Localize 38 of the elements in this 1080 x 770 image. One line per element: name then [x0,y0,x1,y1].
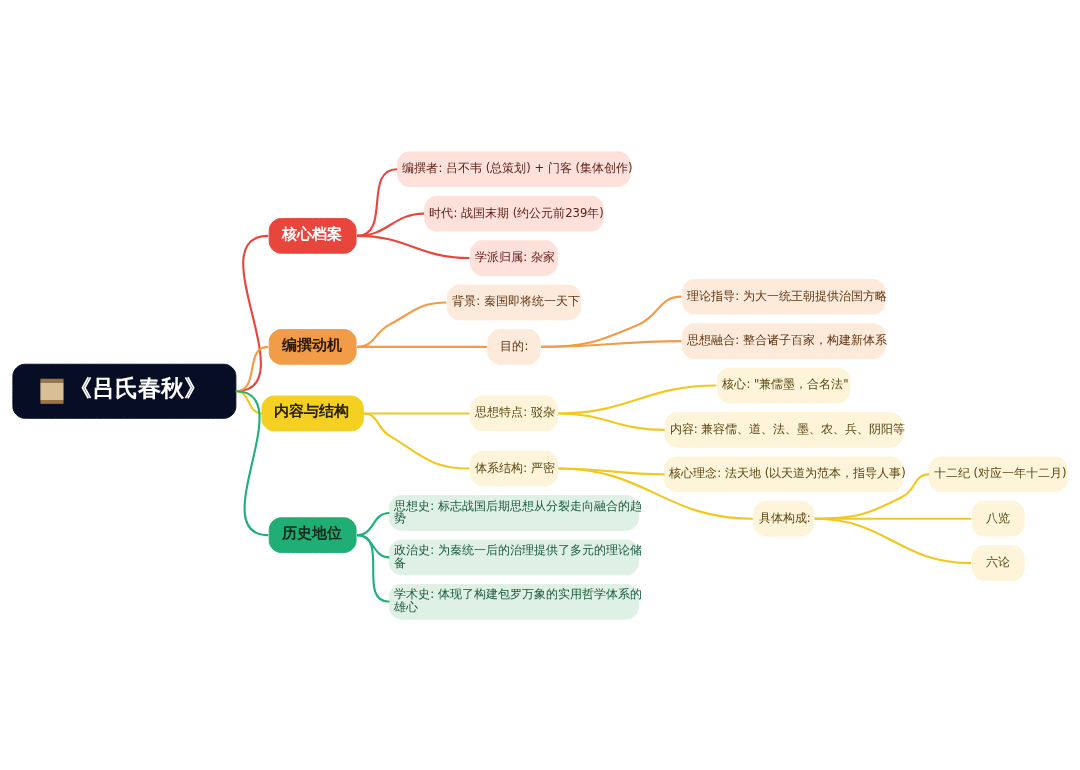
connector [235,389,263,415]
connector [363,411,470,470]
connector [540,339,682,348]
node-box: 背景: 秦国即将统一天下 [446,284,582,320]
node-box: 历史地位 [268,516,357,553]
node-box: 思想特点: 驳杂 [470,395,558,431]
connector [558,411,665,431]
connector [356,167,398,237]
node-box: 核心档案 [268,217,357,254]
node-box: 八览 [971,500,1025,537]
connector [235,389,269,536]
node-box: 编撰者: 吕不韦 (总策划) + 门客 (集体创作) [397,150,631,187]
connector [363,411,470,415]
connector [357,234,470,259]
connector [814,517,972,564]
connector [558,466,753,520]
node-box: 编撰动机 [268,328,357,365]
node-box: 时代: 战国末期 (约公元前239年) [424,195,604,231]
connector [558,466,665,475]
node-box: 学派归属: 杂家 [470,239,558,276]
connector [540,295,682,348]
node-box: 目的: [487,328,541,365]
node-box: 《吕氏春秋》 [12,363,237,419]
node-box: 内容: 兼容儒、道、法、墨、农、兵、阴阳等 [664,411,903,448]
node-box: 具体构成: [753,500,815,537]
connector [357,345,487,348]
node-box: 内容与结构 [261,395,364,431]
node-box: 十二纪 (对应一年十二月) [928,455,1068,492]
node-box: 思想史: 标志战国后期思想从分裂走向融合的趋势 [388,494,639,531]
node-box: 核心理念: 法天地 (以天道为范本，指导人事) [664,455,904,492]
node-box: 思想融合: 整合诸子百家，构建新体系 [681,322,886,359]
node-box: 体系结构: 严密 [470,450,558,486]
connector [558,383,717,415]
connector [356,533,390,603]
node-box: 核心: "兼儒墨，合名法" [717,367,851,403]
node-box: 理论指导: 为大一统王朝提供治国方略 [681,278,886,315]
node-box: 学术史: 体现了构建包罗万象的实用哲学体系的雄心 [388,583,639,620]
node-box: 六论 [971,544,1025,581]
